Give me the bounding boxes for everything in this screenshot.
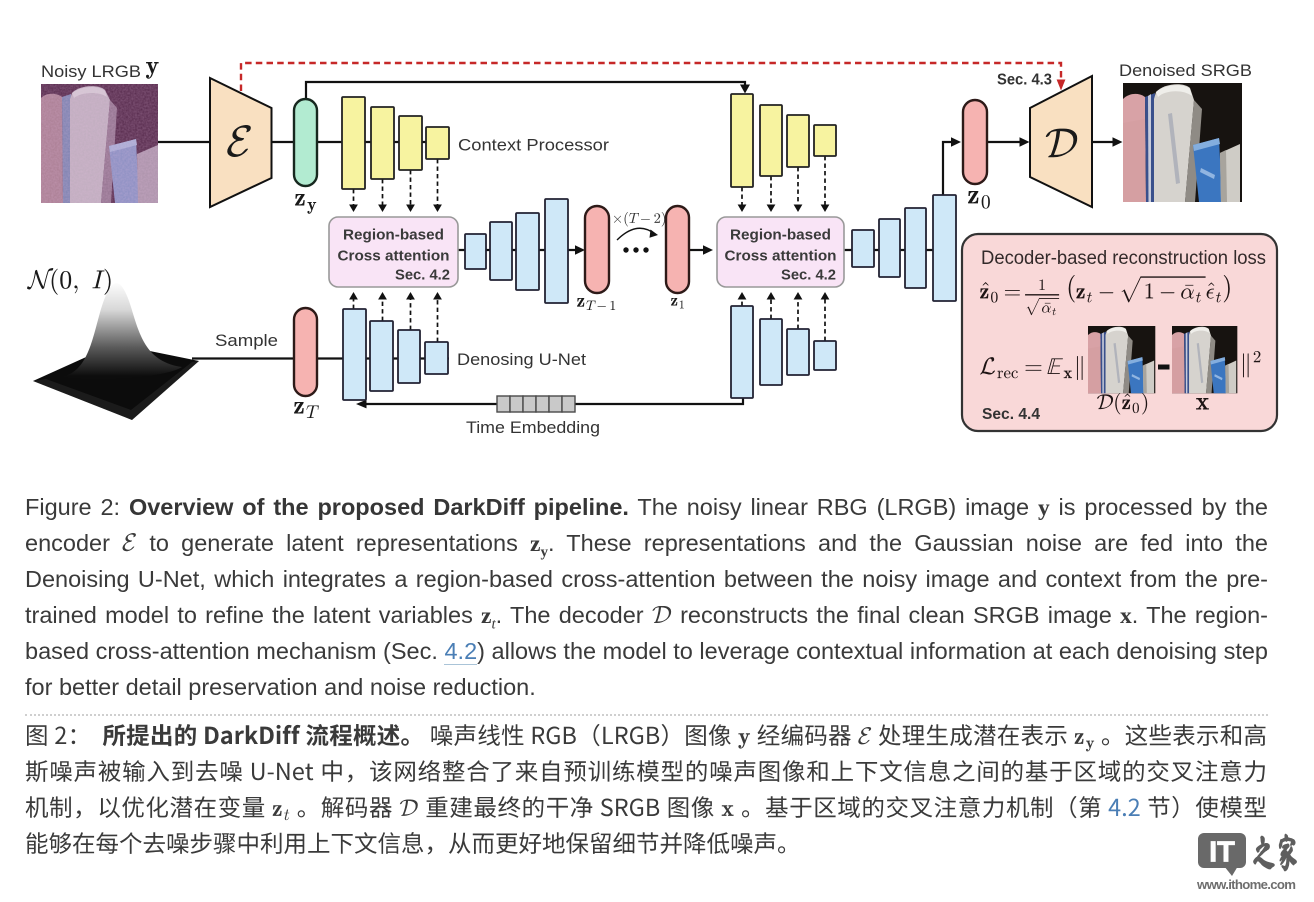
svg-text:Region-based: Region-based (730, 227, 831, 244)
svg-text:www.ithome.com: www.ithome.com (1196, 877, 1296, 892)
svg-text:IT: IT (1209, 837, 1235, 869)
svg-text:Decoder-based reconstruction l: Decoder-based reconstruction loss (981, 248, 1266, 269)
svg-text:Context Processor: Context Processor (458, 137, 610, 155)
svg-text:Sample: Sample (215, 332, 278, 350)
svg-text:Sec. 4.2: Sec. 4.2 (781, 267, 836, 284)
svg-text:Denoised SRGB: Denoised SRGB (1119, 62, 1252, 80)
svg-text:Time Embedding: Time Embedding (466, 419, 600, 437)
svg-text:Denosing U-Net: Denosing U-Net (457, 351, 586, 369)
svg-text:Sec. 4.3: Sec. 4.3 (997, 72, 1052, 89)
svg-text:Region-based: Region-based (343, 227, 444, 244)
svg-text:Sec. 4.4: Sec. 4.4 (982, 406, 1040, 423)
svg-text:Sec. 4.2: Sec. 4.2 (395, 267, 450, 284)
svg-text:Noisy LRGB: Noisy LRGB (41, 63, 141, 81)
svg-text:Cross attention: Cross attention (338, 248, 450, 265)
svg-text:Cross attention: Cross attention (725, 248, 837, 265)
